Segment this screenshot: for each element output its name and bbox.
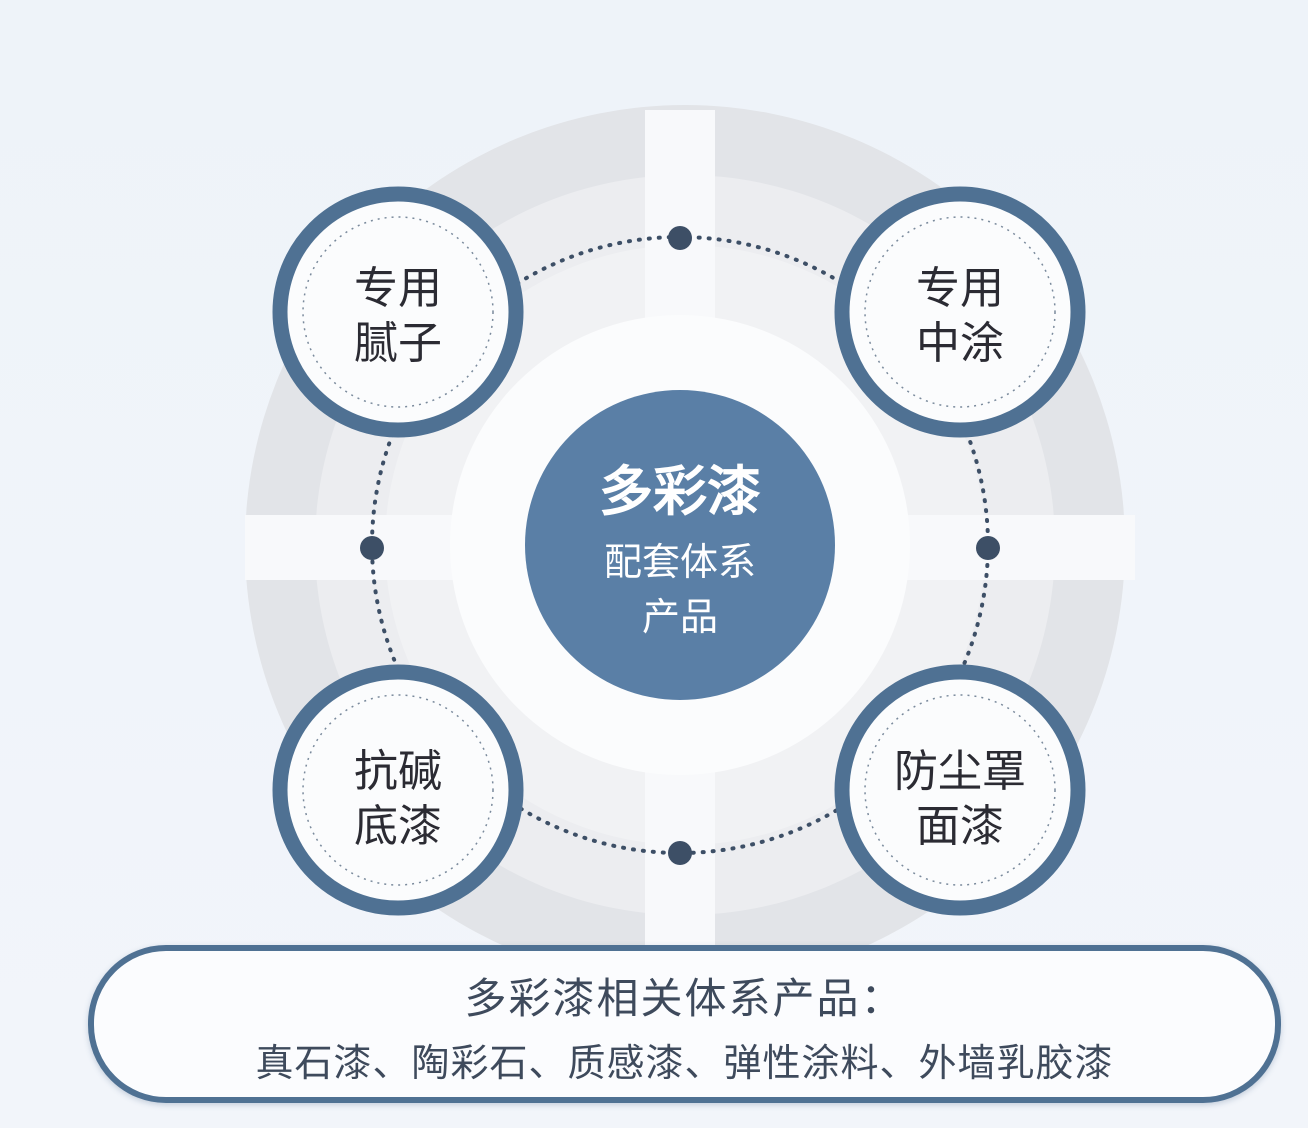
center-line2: 配套体系 xyxy=(604,540,756,584)
node-label: 专用 xyxy=(354,263,442,314)
node-label: 面漆 xyxy=(916,801,1004,852)
orbit-dot-left xyxy=(360,536,384,560)
center-title: 多彩漆 xyxy=(599,460,761,523)
orbit-dot-top xyxy=(668,226,692,250)
node-label: 抗碱 xyxy=(354,746,442,797)
node-label: 防尘罩 xyxy=(894,746,1026,797)
footer-box: 多彩漆相关体系产品： 真石漆、陶彩石、质感漆、弹性涂料、外墙乳胶漆 xyxy=(88,945,1281,1103)
orbit-dot-right xyxy=(976,536,1000,560)
center-line3: 产品 xyxy=(642,595,718,639)
node-primer: 抗碱 底漆 xyxy=(272,664,524,916)
node-label: 专用 xyxy=(916,263,1004,314)
node-putty: 专用 腻子 xyxy=(272,186,524,438)
node-label: 中涂 xyxy=(916,318,1004,369)
footer-items: 真石漆、陶彩石、质感漆、弹性涂料、外墙乳胶漆 xyxy=(255,1041,1114,1085)
node-midcoat: 专用 中涂 xyxy=(834,186,1086,438)
orbit-dot-bottom xyxy=(668,841,692,865)
center-circle xyxy=(525,390,835,700)
node-topcoat: 防尘罩 面漆 xyxy=(834,664,1086,916)
footer-title: 多彩漆相关体系产品： xyxy=(464,974,905,1023)
node-label: 腻子 xyxy=(354,318,442,369)
node-label: 底漆 xyxy=(354,801,442,852)
